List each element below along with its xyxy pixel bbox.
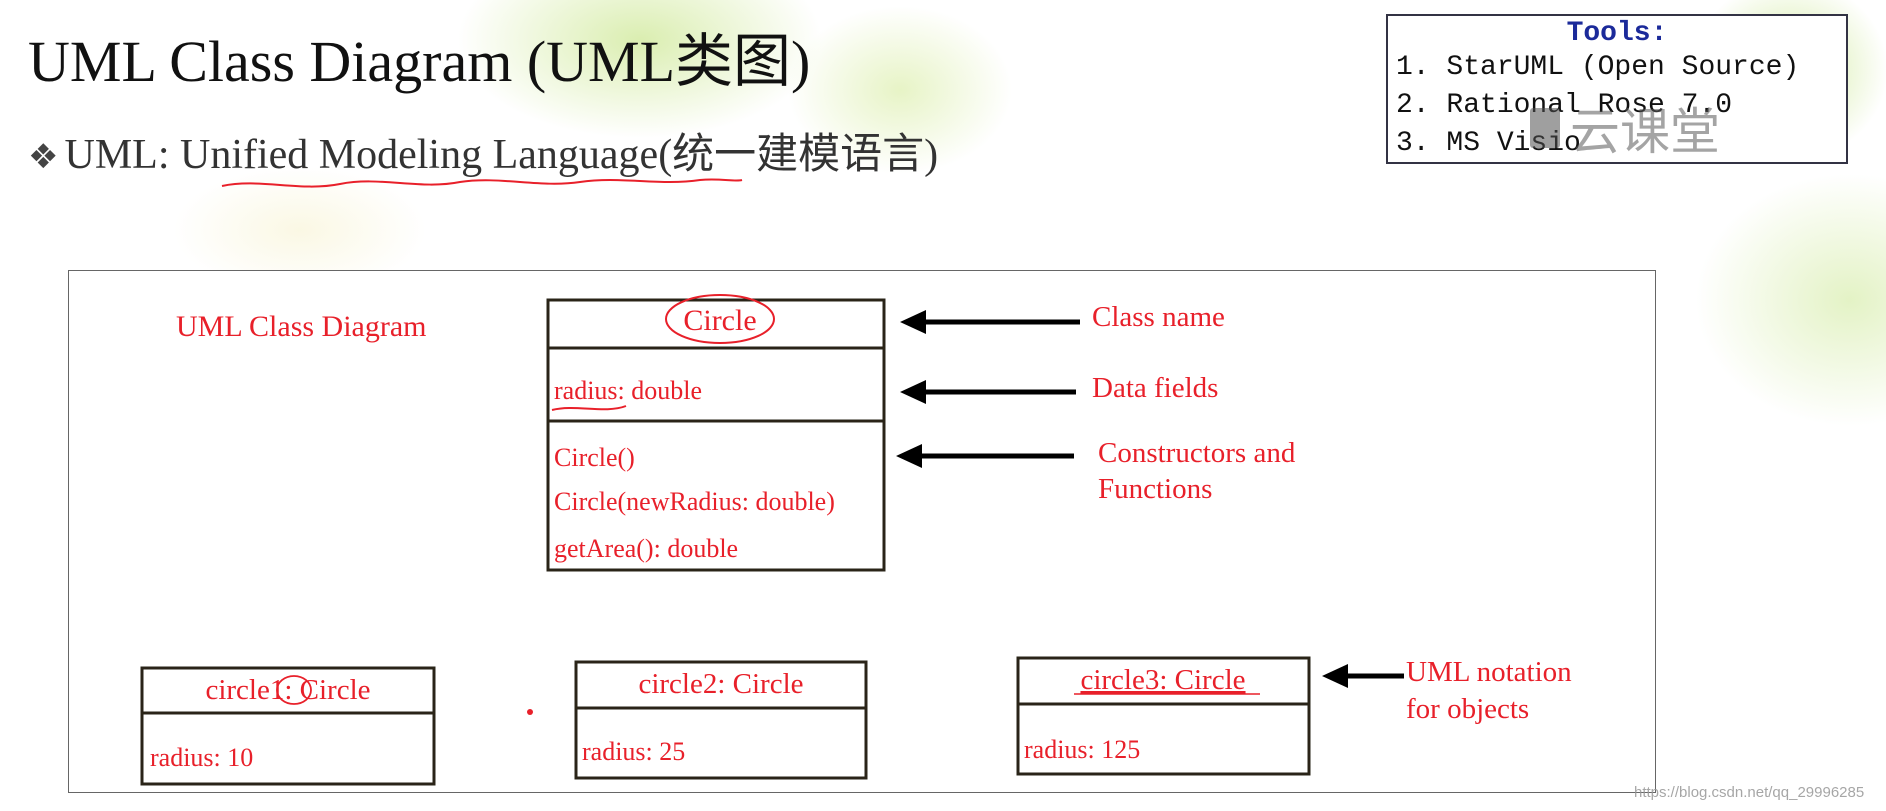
object-box-circle1: circle1: Circle radius: 10 [140, 666, 436, 786]
stray-dot [527, 709, 533, 715]
object-field: radius: 125 [1024, 735, 1140, 764]
slide-title: UML Class Diagram (UML类图) [28, 29, 811, 94]
watermark: 云课堂 [1530, 92, 1720, 164]
object-name: circle2: Circle [638, 668, 803, 700]
field-underline-annotation [551, 405, 627, 411]
watermark-text: 云课堂 [1570, 103, 1720, 161]
object-field: radius: 25 [582, 737, 685, 766]
annotation-constructors-line1: Constructors and [1098, 437, 1296, 469]
source-credit: https://blog.csdn.net/qq_29996285 [1634, 784, 1865, 801]
tools-box: Tools: 1. StarUML (Open Source) 2. Ratio… [1386, 14, 1848, 164]
diagram-label: UML Class Diagram [176, 310, 427, 343]
class-name: Circle [683, 304, 756, 337]
tools-heading: Tools: [1566, 18, 1668, 49]
class-method: Circle(newRadius: double) [554, 487, 835, 516]
object-box-border [140, 666, 436, 786]
subtitle-term: Unified Modeling Language [179, 132, 659, 178]
diamond-bullet-icon: ❖ [28, 137, 59, 177]
arrow-head-icon [900, 380, 926, 404]
object-box-circle2: circle2: Circle radius: 25 [574, 660, 868, 780]
arrow-head-icon [900, 310, 926, 334]
class-method: Circle() [554, 443, 635, 472]
object-box-border [1016, 656, 1311, 776]
object-field: radius: 10 [150, 743, 253, 772]
object-box-border [574, 660, 868, 780]
tools-item: 2. Rational Rose 7.0 [1396, 90, 1733, 121]
class-method: getArea(): double [554, 534, 738, 563]
subtitle-chinese: (统一建模语言) [658, 132, 939, 178]
slide-subtitle: ❖UML: Unified Modeling Language(统一建模语言) [28, 120, 938, 181]
diagram-panel [68, 270, 1656, 793]
object-name: circle3: Circle [1080, 664, 1245, 696]
class-field: radius: double [554, 376, 702, 405]
watermark-logo-icon [1530, 108, 1560, 148]
class-box: Circle radius: double Circle() Circle(ne… [546, 294, 886, 572]
arrow-head-icon [896, 444, 922, 468]
arrow-head-icon [1322, 664, 1348, 688]
annotation-objects-line1: UML notation [1406, 656, 1572, 688]
object-box-circle3: circle3: Circle radius: 125 [1016, 656, 1311, 776]
class-box-border [546, 298, 886, 572]
annotation-arrows [896, 310, 1404, 688]
tools-item: 1. StarUML (Open Source) [1396, 52, 1800, 83]
annotation-class-name: Class name [1092, 301, 1225, 333]
annotation-objects-line2: for objects [1406, 693, 1529, 725]
annotation-data-fields: Data fields [1092, 372, 1218, 404]
annotation-constructors-line2: Functions [1098, 473, 1212, 505]
class-name-circle-annotation [665, 294, 775, 344]
object-name: circle1: Circle [205, 674, 370, 706]
subtitle-prefix: UML: [64, 132, 180, 178]
colon-circle-annotation [276, 675, 312, 705]
